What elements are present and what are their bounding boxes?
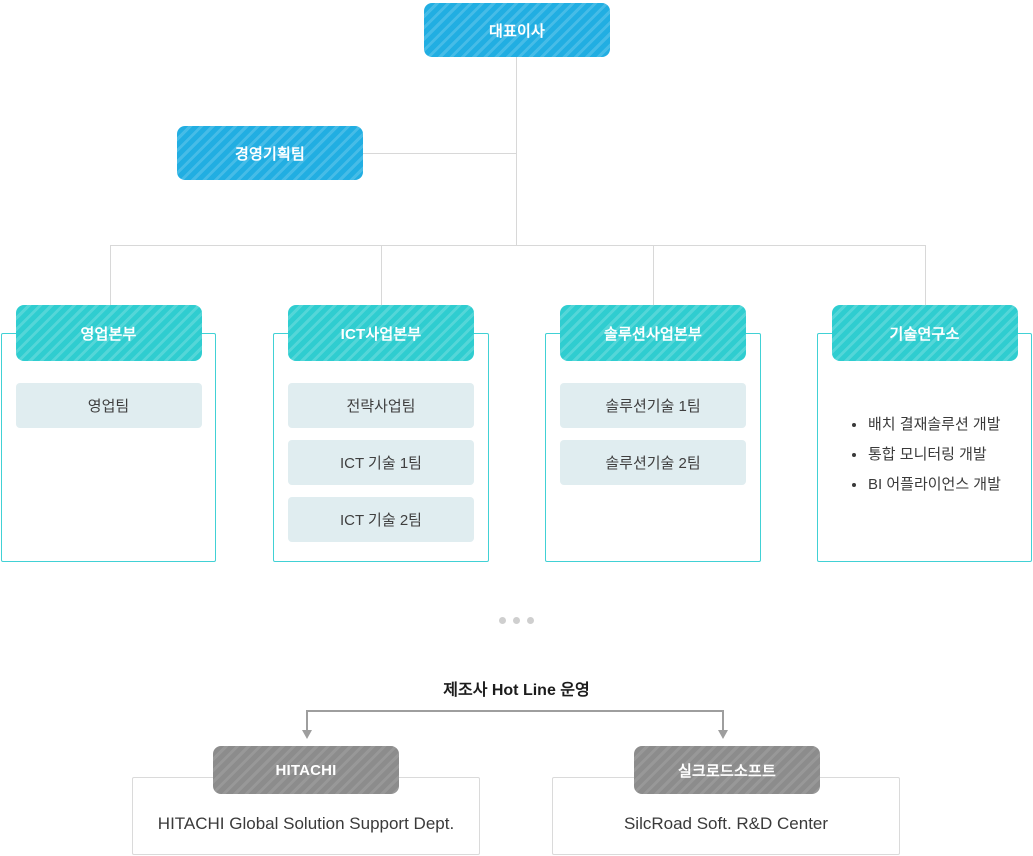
connector-drop-3	[653, 245, 654, 306]
division-solution-header: 솔루션사업본부	[560, 305, 746, 361]
partner-hitachi-label: HITACHI	[275, 761, 337, 779]
division-solution-label: 솔루션사업본부	[603, 325, 702, 343]
team-item: 영업팀	[15, 383, 202, 428]
connector-distribution	[110, 245, 926, 246]
division-ict-teams: 전략사업팀 ICT 기술 1팀 ICT 기술 2팀	[274, 383, 488, 542]
division-rnd-label: 기술연구소	[889, 325, 960, 343]
hotline-label: 제조사 Hot Line 운영	[443, 682, 590, 699]
team-item: 솔루션기술 2팀	[560, 440, 746, 485]
team-item: ICT 기술 2팀	[288, 497, 474, 542]
dot	[499, 617, 506, 624]
team-item: ICT 기술 1팀	[288, 440, 474, 485]
hotline-bracket-right	[722, 710, 724, 731]
team-item: 전략사업팀	[288, 383, 474, 428]
division-sales: 영업본부 영업팀	[1, 305, 216, 562]
hotline-bracket-left	[306, 710, 308, 731]
division-sales-label: 영업본부	[80, 325, 137, 343]
division-solution: 솔루션사업본부 솔루션기술 1팀 솔루션기술 2팀	[545, 305, 761, 562]
connector-drop-2	[381, 245, 382, 306]
division-rnd-projects: 배치 결재솔루션 개발 통합 모니터링 개발 BI 어플라이언스 개발	[852, 410, 1025, 500]
dots-separator-icon	[0, 617, 1033, 624]
partner-hitachi-header: HITACHI	[213, 746, 399, 794]
team-item: 솔루션기술 1팀	[560, 383, 746, 428]
connector-drop-4	[925, 245, 926, 306]
division-solution-teams: 솔루션기술 1팀 솔루션기술 2팀	[546, 383, 760, 485]
partner-silcroad-label: 실크로드소프트	[677, 762, 776, 780]
staff-box: 경영기획팀	[177, 126, 363, 180]
staff-label: 경영기획팀	[234, 145, 305, 163]
connector-ceo-vertical	[516, 57, 517, 245]
division-sales-header: 영업본부	[15, 305, 202, 361]
arrow-down-icon	[718, 730, 728, 739]
ceo-box: 대표이사	[424, 3, 610, 57]
division-rnd: 기술연구소 배치 결재솔루션 개발 통합 모니터링 개발 BI 어플라이언스 개…	[817, 305, 1032, 562]
partner-silcroad-header: 실크로드소프트	[634, 746, 820, 794]
ceo-label: 대표이사	[488, 22, 545, 40]
partner-hitachi-dept-label: HITACHI Global Solution Support Dept.	[157, 814, 455, 833]
hotline-bracket-horizontal	[306, 710, 724, 712]
division-sales-teams: 영업팀	[2, 383, 215, 428]
connector-staff-horizontal	[363, 153, 516, 154]
dot	[513, 617, 520, 624]
connector-drop-1	[110, 245, 111, 306]
division-ict-label: ICT사업본부	[340, 325, 422, 343]
project-item: BI 어플라이언스 개발	[852, 470, 1025, 500]
division-ict: ICT사업본부 전략사업팀 ICT 기술 1팀 ICT 기술 2팀	[273, 305, 489, 562]
project-item: 통합 모니터링 개발	[852, 440, 1025, 470]
division-rnd-header: 기술연구소	[831, 305, 1018, 361]
arrow-down-icon	[302, 730, 312, 739]
division-ict-header: ICT사업본부	[288, 305, 474, 361]
dot	[527, 617, 534, 624]
project-item: 배치 결재솔루션 개발	[852, 410, 1025, 440]
partner-silcroad-dept-label: SilcRoad Soft. R&D Center	[623, 814, 829, 833]
